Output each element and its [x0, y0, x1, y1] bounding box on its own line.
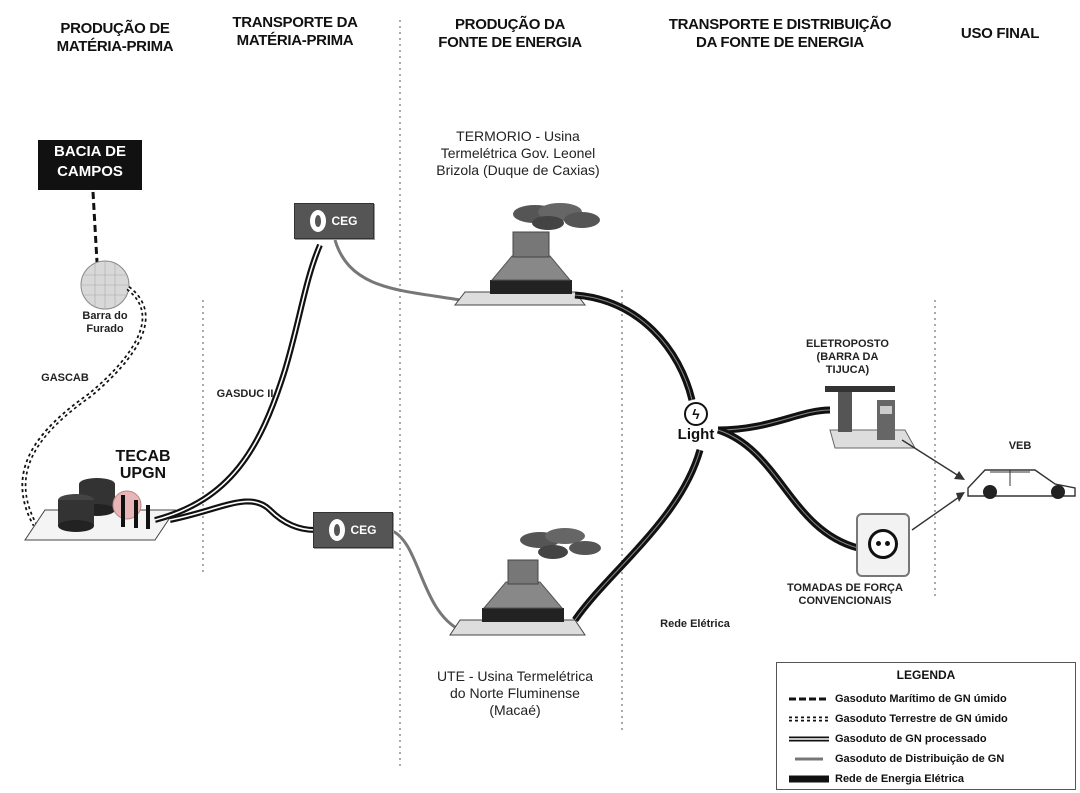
- power-outlet-icon: [856, 513, 910, 577]
- gasoduto-maritimo-line: [91, 191, 99, 263]
- termorio-label: TERMORIO - Usina Termelétrica Gov. Leone…: [436, 128, 600, 178]
- termorio-plant: [453, 203, 600, 306]
- ceg-bottom-label: CEG: [350, 523, 377, 537]
- ceg-top-box: CEG: [294, 203, 374, 239]
- column-header-uso-final: USO FINAL: [960, 25, 1040, 42]
- gasduc-ii-label: GASDUC II: [216, 388, 274, 400]
- maritime-line-icon: [789, 697, 829, 701]
- ute-label: UTE - Usina Termelétrica do Norte Flumin…: [436, 668, 594, 718]
- distribution-line-icon: [795, 757, 823, 761]
- processed-line-icon: [789, 736, 829, 742]
- ceg-to-ute-pipe: [389, 528, 461, 632]
- gas-flame-icon: [329, 519, 346, 541]
- light-label: Light: [677, 426, 715, 443]
- barra-do-furado-label: Barra do Furado: [82, 310, 128, 335]
- arrow-eletroposto-veb: [901, 439, 963, 479]
- ute-plant: [449, 528, 601, 636]
- bacia-de-campos-label: BACIA DE CAMPOS: [38, 140, 142, 190]
- gascab-label: GASCAB: [41, 372, 89, 384]
- legend-item-label: Gasoduto de GN processado: [835, 733, 987, 745]
- legend-item-label: Gasoduto Marítimo de GN úmido: [835, 693, 1007, 705]
- ceg-bottom-box: CEG: [313, 512, 393, 548]
- legend-item-label: Rede de Energia Elétrica: [835, 773, 964, 785]
- legend-item-label: Gasoduto Terrestre de GN úmido: [835, 713, 1008, 725]
- terrestrial-line-icon: [789, 716, 829, 722]
- eletroposto-label: ELETROPOSTO (BARRA DA TIJUCA): [806, 338, 889, 376]
- legend-item-processado: Gasoduto de GN processado: [789, 731, 987, 747]
- legend-title: LEGENDA: [896, 668, 956, 682]
- ceg-to-termorio-pipe: [333, 239, 461, 302]
- ceg-top-label: CEG: [331, 214, 358, 228]
- veb-car: [967, 469, 1076, 499]
- legend-item-maritimo: Gasoduto Marítimo de GN úmido: [789, 691, 1007, 707]
- column-header-transporte-materia-prima: TRANSPORTE DA MATÉRIA-PRIMA: [232, 14, 358, 49]
- legend-item-distribuicao: Gasoduto de Distribuição de GN: [789, 751, 1004, 767]
- arrow-tomadas-veb: [911, 494, 963, 531]
- rede-eletrica-label: Rede Elétrica: [660, 618, 730, 630]
- tomadas-label: TOMADAS DE FORÇA CONVENCIONAIS: [787, 582, 903, 607]
- legend-item-rede-eletrica: Rede de Energia Elétrica: [789, 771, 964, 787]
- column-header-producao-materia-prima: PRODUÇÃO DE MATÉRIA-PRIMA: [56, 20, 174, 55]
- gasduc-ii-pipeline: [154, 243, 323, 523]
- veb-label: VEB: [1008, 440, 1032, 452]
- rede-eletrica-ute-light: [572, 449, 704, 623]
- light-node: ϟ Light: [670, 402, 722, 450]
- column-header-producao-fonte-energia: PRODUÇÃO DA FONTE DE ENERGIA: [438, 16, 582, 51]
- rede-eletrica-light-eletroposto: [717, 406, 831, 434]
- legend-item-terrestre: Gasoduto Terrestre de GN úmido: [789, 711, 1008, 727]
- eletroposto-station: [825, 386, 916, 449]
- column-header-transporte-distribuicao: TRANSPORTE E DISTRIBUIÇÃO DA FONTE DE EN…: [668, 16, 892, 51]
- legend-item-label: Gasoduto de Distribuição de GN: [835, 753, 1005, 765]
- legend: LEGENDA Gasoduto Marítimo de GN úmido Ga…: [776, 662, 1076, 790]
- column-separators: [202, 20, 936, 770]
- lightning-bolt-icon: ϟ: [684, 402, 708, 426]
- rede-eletrica-termorio-light: [574, 291, 696, 401]
- electric-line-icon: [789, 775, 829, 783]
- gas-flame-icon: [310, 210, 327, 232]
- tecab-upgn-label: TECAB UPGN: [115, 448, 171, 482]
